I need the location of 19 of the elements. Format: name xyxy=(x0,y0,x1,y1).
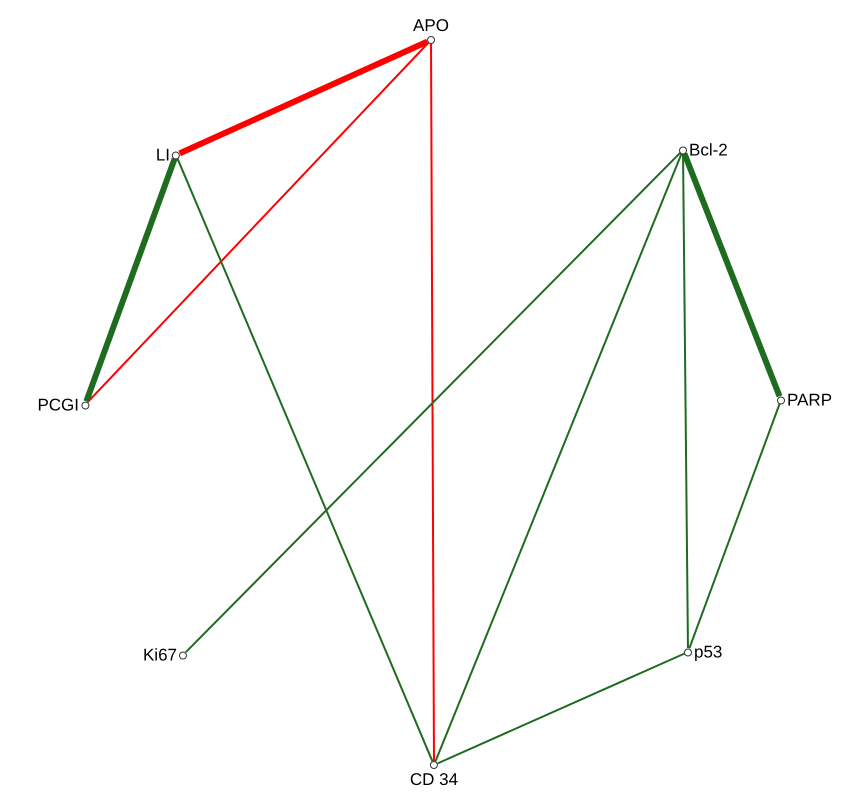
connector-line xyxy=(434,153,682,762)
connector-line xyxy=(178,38,429,156)
connector-line xyxy=(682,154,689,648)
node-label: CD 34 xyxy=(410,771,458,788)
connector-line xyxy=(430,44,435,761)
node-label: LI xyxy=(156,146,170,164)
node-label: Ki67 xyxy=(142,646,177,664)
connector-line xyxy=(176,158,434,762)
connector-line xyxy=(682,152,782,398)
node-label: APO xyxy=(413,17,449,34)
connector-line xyxy=(688,403,781,649)
connector-line xyxy=(84,158,178,402)
node-label: PARP xyxy=(787,392,832,408)
connector-line xyxy=(87,42,429,403)
node-label: Bcl-2 xyxy=(689,142,728,158)
node-label: p53 xyxy=(694,644,722,660)
connector-line xyxy=(437,652,685,764)
connector-line xyxy=(185,152,681,653)
node-label: PCGI xyxy=(37,396,79,414)
